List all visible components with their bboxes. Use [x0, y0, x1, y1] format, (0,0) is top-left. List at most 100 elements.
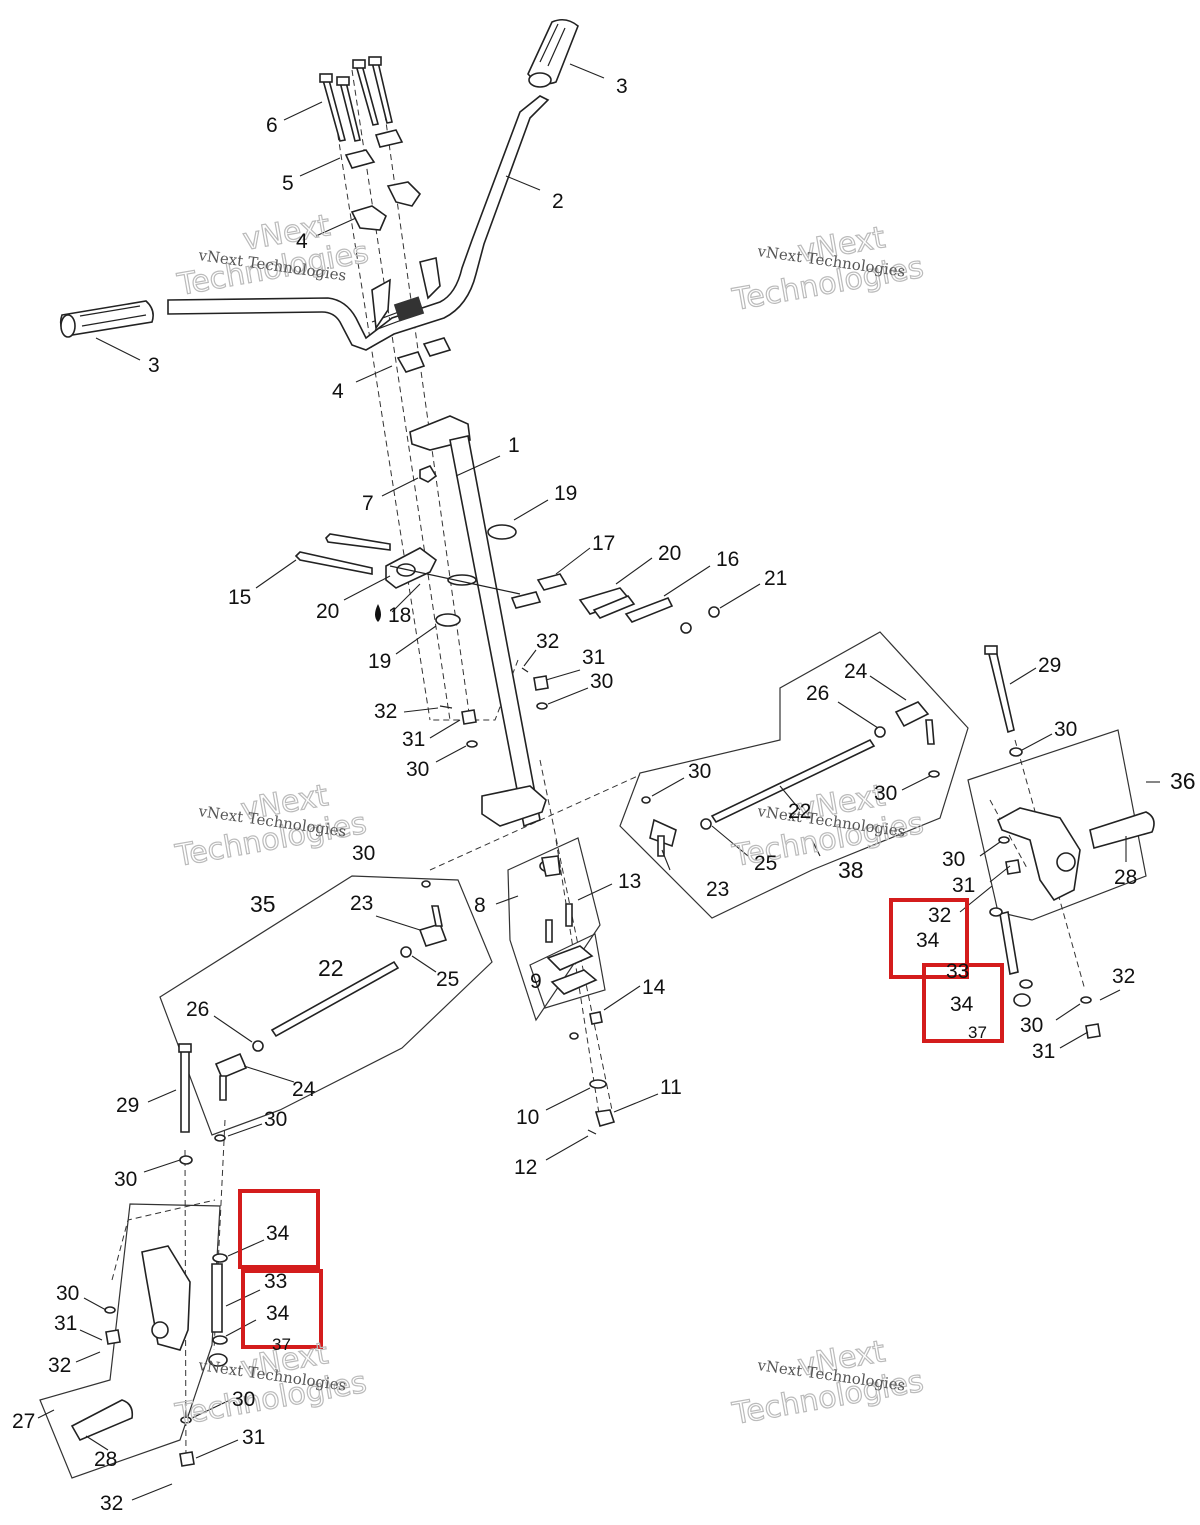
label-13: 13	[618, 870, 641, 893]
label-3-top: 3	[616, 75, 628, 98]
label-3-left: 3	[148, 354, 160, 377]
label-21: 21	[764, 567, 787, 590]
label-30-spindle-left-top: 30	[264, 1108, 287, 1131]
label-10: 10	[516, 1106, 539, 1129]
label-32-spindle-left-bottom: 32	[100, 1492, 123, 1515]
nut-7	[419, 465, 438, 483]
tie-rod-right	[641, 701, 940, 857]
label-12: 12	[514, 1156, 537, 1179]
label-30-spindle-left-bottom: 30	[232, 1388, 255, 1411]
label-28-left: 28	[94, 1448, 117, 1471]
label-35: 35	[250, 891, 276, 917]
highlight-box-right-lower	[922, 963, 1004, 1043]
label-30-spindle-left: 30	[114, 1168, 137, 1191]
label-32-column-left: 32	[374, 700, 397, 723]
leader-lines	[37, 63, 1160, 1501]
label-31-spindle-left: 31	[54, 1312, 77, 1335]
assembly-outline-27	[39, 1203, 221, 1479]
label-30-spindle-right-top: 30	[1054, 718, 1077, 741]
column-support	[294, 533, 720, 634]
label-34-right-lower: 34	[950, 993, 974, 1016]
label-31-column: 31	[582, 646, 605, 669]
label-37-left: 37	[272, 1335, 291, 1354]
label-25-right: 25	[754, 852, 777, 875]
highlight-box-right-upper	[889, 898, 969, 979]
bushing-19-bottom	[435, 613, 461, 627]
label-5: 5	[282, 172, 294, 195]
handlebar	[167, 95, 550, 351]
label-30-tierod-left-top: 30	[352, 842, 375, 865]
label-7: 7	[362, 492, 374, 515]
label-20-left: 20	[316, 600, 339, 623]
label-32-spindle-right-bottom: 32	[1112, 965, 1135, 988]
label-34-right-upper: 34	[916, 929, 940, 952]
label-24-left: 24	[292, 1078, 316, 1101]
label-20-right: 20	[658, 542, 681, 565]
label-32-column: 32	[536, 630, 559, 653]
label-9: 9	[530, 970, 542, 993]
label-32-spindle-left: 32	[48, 1354, 71, 1377]
label-31-spindle-right: 31	[952, 874, 975, 897]
label-37-right: 37	[968, 1023, 987, 1042]
assembly-outline-38	[619, 631, 969, 919]
label-31-spindle-left-bottom: 31	[242, 1426, 265, 1449]
handlebar-bolts	[319, 56, 393, 142]
label-30-spindle-left-mid: 30	[56, 1282, 79, 1305]
lower-column-parts	[539, 855, 616, 1135]
bushing-19-top	[487, 524, 517, 540]
column-hardware	[439, 667, 549, 748]
steering-column	[409, 415, 547, 828]
label-1: 1	[508, 434, 520, 457]
label-31-column-left: 31	[402, 728, 425, 751]
grease-drop-icon	[375, 604, 381, 622]
spindle-right	[984, 645, 1155, 1039]
label-19-top: 19	[554, 482, 577, 505]
label-34-left-upper: 34	[266, 1222, 290, 1245]
label-38: 38	[838, 857, 864, 883]
watermark-top-right: Technologies vNext vNext Technologies	[729, 220, 927, 319]
label-26-right: 26	[806, 682, 829, 705]
left-grip	[59, 300, 154, 338]
label-30-tierod-right-end: 30	[874, 782, 897, 805]
watermark-mid-left: Technologies vNext vNext Technologies	[172, 778, 370, 875]
tie-rod-left	[214, 880, 448, 1142]
watermark-bottom-right: Technologies vNext vNext Technologies	[729, 1334, 927, 1433]
label-28-right: 28	[1114, 866, 1137, 889]
label-8: 8	[474, 894, 486, 917]
label-32-spindle-right: 32	[928, 904, 951, 927]
assembly-outline-36	[967, 729, 1147, 921]
label-4-mid: 4	[332, 380, 344, 403]
label-2: 2	[552, 190, 564, 213]
label-11: 11	[660, 1076, 682, 1099]
label-36: 36	[1170, 768, 1196, 794]
label-30-column: 30	[590, 670, 613, 693]
part-labels: 3 2 6 5 4 3 4 1 7 19 17 20 16 21 15 20 1…	[12, 75, 1196, 1515]
label-26-left: 26	[186, 998, 209, 1021]
spindle-left	[70, 1043, 228, 1467]
label-23-left: 23	[350, 892, 373, 915]
label-18: 18	[388, 604, 411, 627]
assembly-outline-9	[529, 933, 606, 1009]
watermark-bottom-left: Technologies vNext vNext Technologies	[172, 1336, 370, 1434]
assembly-outline-35	[159, 875, 493, 1136]
label-33-left: 33	[264, 1270, 287, 1293]
label-34-left-lower: 34	[266, 1302, 290, 1325]
watermark-top-left: Technologies vNext vNext Technologies	[174, 208, 372, 304]
assembly-outline-8	[507, 837, 601, 1022]
label-33-right: 33	[946, 960, 969, 983]
label-24-right: 24	[844, 660, 868, 683]
label-30-spindle-right: 30	[942, 848, 965, 871]
label-19-bottom: 19	[368, 650, 391, 673]
label-29-left: 29	[116, 1094, 139, 1117]
label-6: 6	[266, 114, 278, 137]
label-22-right: 22	[788, 800, 811, 823]
label-22-left: 22	[318, 955, 344, 981]
label-30-column-left: 30	[406, 758, 429, 781]
label-30-tierod-right: 30	[688, 760, 711, 783]
highlight-box-left-lower	[241, 1269, 323, 1349]
handlebar-clamps	[344, 129, 452, 373]
label-15: 15	[228, 586, 251, 609]
right-grip	[527, 18, 579, 88]
label-23-right: 23	[706, 878, 729, 901]
